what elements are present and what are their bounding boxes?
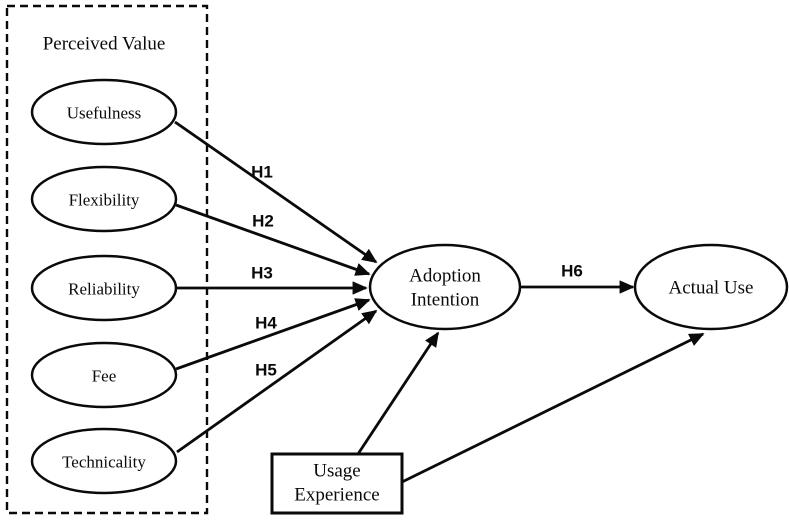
h5-label: H5 [255, 361, 277, 380]
usage-experience-label-line2: Experience [294, 485, 379, 506]
actual-use-label: Actual Use [669, 278, 754, 299]
actual-use-ellipse [633, 243, 789, 331]
usefulness-ellipse [30, 78, 178, 146]
h1-arrow [174, 120, 378, 264]
fee-ellipse [30, 341, 178, 409]
h4-label: H4 [255, 314, 277, 333]
usage-to-adoption-arrow [356, 331, 440, 455]
technicality-label: Technicality [62, 453, 146, 472]
perceived-value-group-box [5, 4, 209, 515]
fee-label: Fee [92, 367, 117, 386]
usage-experience-label-line1: Usage [313, 461, 360, 482]
adoption-intention-label-line2: Intention [411, 290, 480, 311]
adoption-intention-ellipse [368, 243, 522, 331]
technicality-ellipse [30, 427, 178, 495]
perceived-value-group-label: Perceived Value [43, 34, 166, 55]
usage-experience-box [270, 452, 404, 515]
reliability-label: Reliability [68, 280, 140, 299]
flexibility-label: Flexibility [69, 191, 140, 210]
adoption-intention-label-line1: Adoption [409, 266, 481, 287]
h5-arrow [176, 309, 378, 454]
reliability-ellipse [30, 254, 178, 322]
flexibility-ellipse [30, 165, 178, 233]
h1-label: H1 [251, 163, 273, 182]
h6-label: H6 [561, 262, 583, 281]
h2-arrow [175, 203, 371, 276]
usefulness-label: Usefulness [67, 104, 142, 123]
h2-label: H2 [252, 212, 274, 231]
usage-to-actual-arrow [401, 332, 705, 484]
h3-label: H3 [251, 264, 273, 283]
h4-arrow [175, 298, 371, 371]
